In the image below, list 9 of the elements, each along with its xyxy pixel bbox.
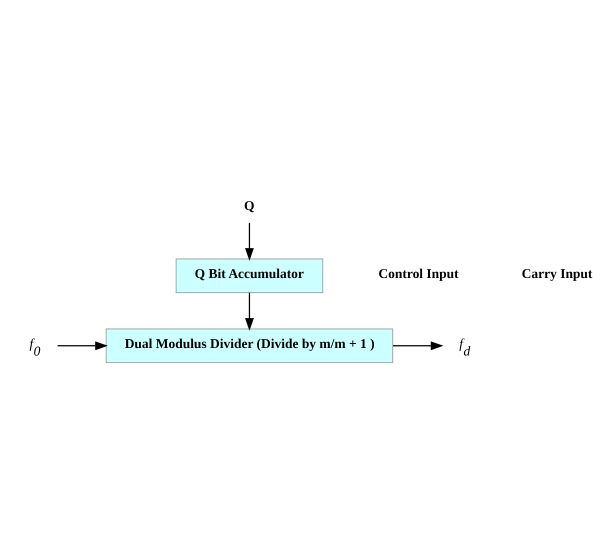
node-box: Q Bit Accumulator — [176, 258, 324, 294]
label: Control Input — [378, 266, 459, 282]
arrow — [393, 341, 444, 350]
node-box: Dual Modulus Divider (Divide by m/m + 1 ) — [106, 328, 394, 364]
arrow — [58, 341, 108, 350]
node-text: Q — [244, 198, 254, 213]
arrow — [245, 222, 254, 261]
label: Carry Input — [522, 266, 592, 282]
arrow — [245, 292, 254, 331]
